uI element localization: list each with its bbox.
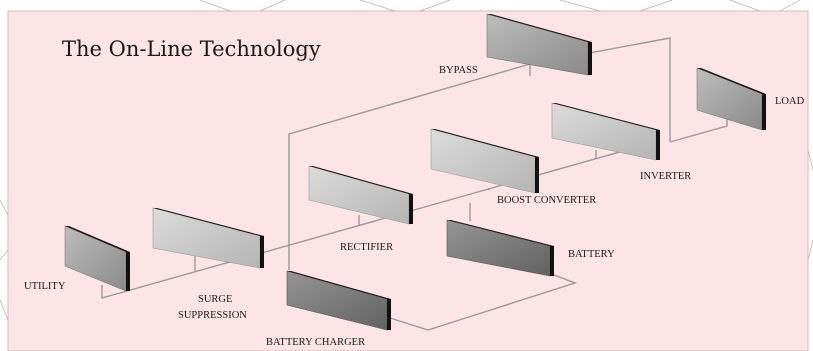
utility-block bbox=[64, 225, 130, 292]
diagram-panel bbox=[7, 10, 809, 351]
label-boost-converter: BOOST CONVERTER bbox=[497, 195, 596, 206]
main-bus-wire bbox=[101, 141, 656, 299]
label-surge-line1: SURGE bbox=[198, 294, 232, 305]
wiring bbox=[101, 37, 728, 331]
charger-to-battery-wire bbox=[389, 274, 578, 331]
boost-converter-block bbox=[430, 128, 539, 194]
diagram-title: The On-Line Technology bbox=[62, 37, 321, 61]
decorative-lines bbox=[0, 0, 813, 321]
label-load: LOAD bbox=[775, 96, 805, 107]
component-labels: UTILITY SURGE SUPPRESSION BATTERY CHARGE… bbox=[24, 65, 805, 348]
component-blocks bbox=[64, 13, 766, 331]
label-rectifier: RECTIFIER bbox=[340, 242, 393, 253]
label-battery-charger: BATTERY CHARGER bbox=[266, 337, 365, 348]
bypass-block bbox=[486, 13, 592, 76]
label-inverter: INVERTER bbox=[640, 171, 691, 182]
charger-loop-wire bbox=[288, 63, 531, 270]
battery-charger-block bbox=[286, 270, 391, 331]
label-surge-line2: SUPPRESSION bbox=[178, 310, 247, 321]
label-bypass: BYPASS bbox=[439, 65, 478, 76]
label-utility: UTILITY bbox=[24, 281, 66, 292]
inverter-block bbox=[551, 102, 660, 161]
rectifier-block bbox=[308, 165, 413, 225]
load-block bbox=[696, 67, 766, 131]
label-battery: BATTERY bbox=[568, 249, 615, 260]
battery-block bbox=[446, 219, 554, 277]
surge-suppression-block bbox=[152, 207, 264, 269]
